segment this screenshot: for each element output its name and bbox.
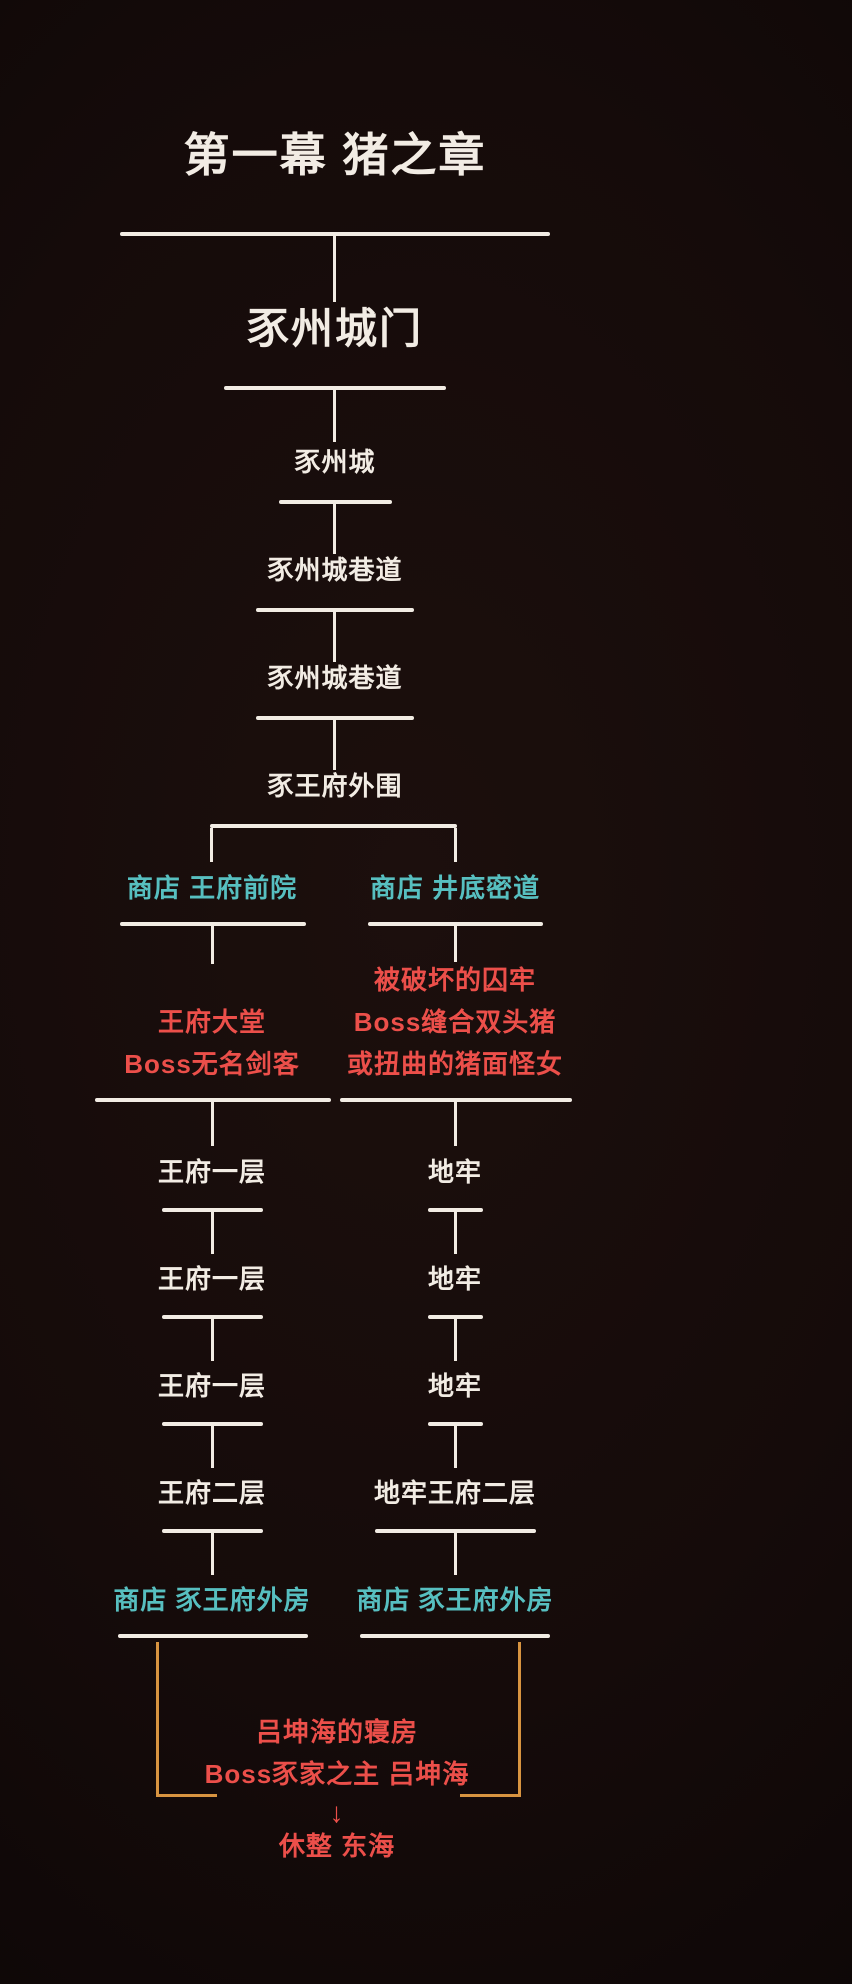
merge-bracket-right bbox=[460, 1642, 521, 1797]
node-underline bbox=[375, 1529, 536, 1533]
map-node: 豕王府外围 bbox=[267, 771, 403, 801]
floor-node: 王府一层 bbox=[157, 1157, 267, 1187]
node-underline bbox=[428, 1208, 483, 1212]
shop-node: 商店 王府前院 bbox=[126, 873, 298, 903]
node-underline bbox=[428, 1422, 483, 1426]
down-arrow-icon: ↓ bbox=[329, 1797, 345, 1828]
floor-node: 地牢 bbox=[427, 1264, 483, 1294]
node-underline bbox=[162, 1208, 263, 1212]
rest-node: 休整 东海 bbox=[278, 1831, 396, 1861]
floor-node: 地牢王府二层 bbox=[373, 1478, 537, 1508]
map-node: 豕州城巷道 bbox=[267, 663, 403, 693]
node-underline bbox=[256, 716, 414, 720]
merge-bracket-left bbox=[156, 1642, 217, 1797]
title-underline bbox=[120, 232, 550, 236]
gate-node: 豕州城门 bbox=[246, 305, 424, 352]
map-node: 豕州城 bbox=[294, 447, 376, 477]
node-underline bbox=[224, 386, 446, 390]
connector-line bbox=[333, 236, 336, 302]
node-underline bbox=[95, 1098, 331, 1102]
node-underline bbox=[256, 608, 414, 612]
node-underline bbox=[368, 922, 543, 926]
floor-node: 王府一层 bbox=[157, 1264, 267, 1294]
connector-line bbox=[211, 1426, 214, 1468]
boss-node: 被破坏的囚牢 bbox=[373, 965, 537, 995]
branch-drop-right bbox=[454, 828, 457, 862]
node-underline bbox=[340, 1098, 572, 1102]
connector-line bbox=[333, 390, 336, 442]
branch-drop-left bbox=[210, 828, 213, 862]
connector-line bbox=[333, 504, 336, 554]
node-underline bbox=[428, 1315, 483, 1319]
node-underline bbox=[120, 922, 306, 926]
floor-node: 王府二层 bbox=[157, 1478, 267, 1508]
connector-line bbox=[454, 926, 457, 962]
chapter-title: 第一幕 猪之章 bbox=[183, 129, 487, 181]
connector-line bbox=[333, 612, 336, 662]
connector-line bbox=[454, 1319, 457, 1361]
node-underline bbox=[162, 1529, 263, 1533]
boss-node: 王府大堂 bbox=[157, 1007, 267, 1037]
connector-line bbox=[333, 720, 336, 770]
boss-node: Boss缝合双头猪 bbox=[353, 1007, 557, 1037]
node-underline bbox=[162, 1422, 263, 1426]
final-boss-node: 吕坤海的寝房 bbox=[255, 1717, 419, 1747]
connector-line bbox=[211, 1533, 214, 1575]
connector-line bbox=[211, 1102, 214, 1146]
branch-line bbox=[210, 824, 457, 828]
map-node: 豕州城巷道 bbox=[267, 555, 403, 585]
connector-line bbox=[454, 1212, 457, 1254]
floor-node: 地牢 bbox=[427, 1371, 483, 1401]
boss-node: 或扭曲的猪面怪女 bbox=[346, 1049, 564, 1079]
shop-node: 商店 豕王府外房 bbox=[356, 1585, 554, 1615]
floor-node: 王府一层 bbox=[157, 1371, 267, 1401]
shop-node: 商店 井底密道 bbox=[369, 873, 541, 903]
connector-line bbox=[211, 926, 214, 964]
connector-line bbox=[454, 1426, 457, 1468]
shop-node: 商店 豕王府外房 bbox=[113, 1585, 311, 1615]
connector-line bbox=[211, 1319, 214, 1361]
floor-node: 地牢 bbox=[427, 1157, 483, 1187]
connector-line bbox=[211, 1212, 214, 1254]
node-underline bbox=[279, 500, 392, 504]
node-underline bbox=[360, 1634, 550, 1638]
final-boss-node: Boss豕家之主 吕坤海 bbox=[204, 1759, 470, 1789]
node-underline bbox=[118, 1634, 308, 1638]
connector-line bbox=[454, 1533, 457, 1575]
boss-node: Boss无名剑客 bbox=[124, 1049, 300, 1079]
node-underline bbox=[162, 1315, 263, 1319]
connector-line bbox=[454, 1102, 457, 1146]
